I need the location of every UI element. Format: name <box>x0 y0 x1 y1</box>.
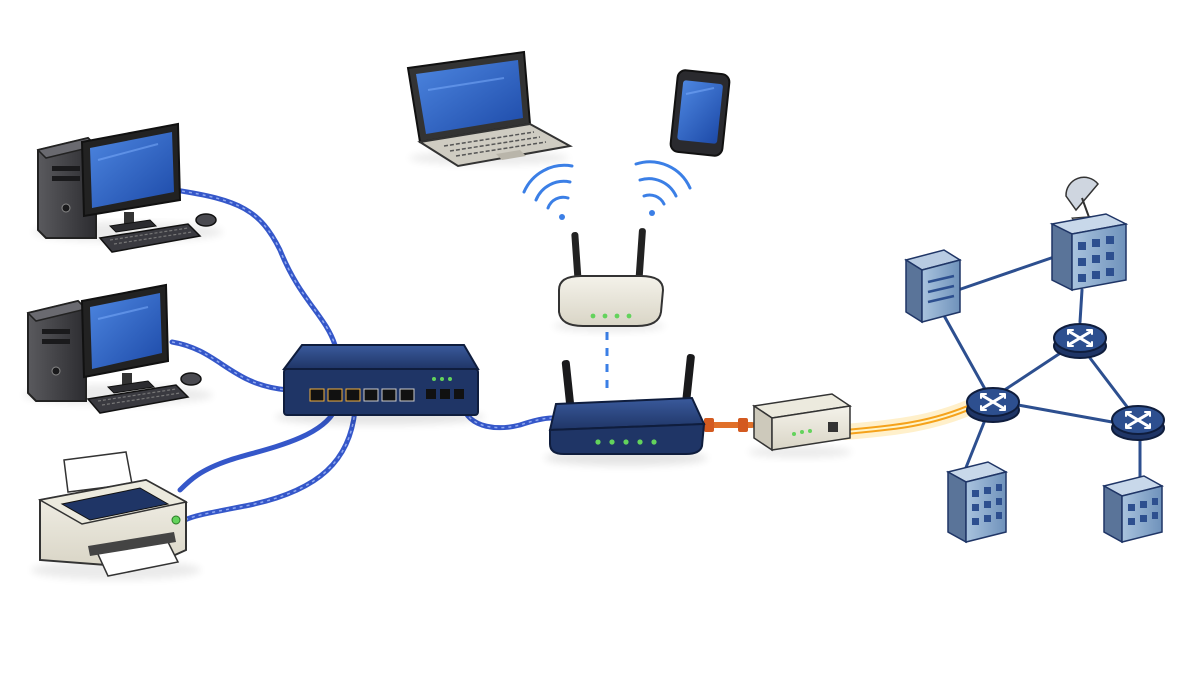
wan-links <box>940 253 1142 487</box>
wan-link-router1-router2 <box>998 348 1067 395</box>
connector-plug-modem <box>738 418 748 432</box>
fiber-cable-core <box>844 404 976 433</box>
wan-link-server-router2 <box>940 310 992 400</box>
wan-link-router2-building1 <box>963 418 987 472</box>
ethernet-cable-printer-switch-1 <box>177 407 338 493</box>
server-icon <box>904 249 962 324</box>
desktop-computer-icon <box>23 283 213 414</box>
printer-icon <box>31 451 201 580</box>
satellite-building-icon <box>1049 176 1129 292</box>
access-point-icon <box>553 228 665 332</box>
switch-ports <box>309 388 464 402</box>
laptop-icon <box>406 50 573 168</box>
wifi-waves-laptop <box>522 163 574 220</box>
router-node-icon <box>966 387 1020 423</box>
ethernet-cable-pc2-switch-highlight <box>171 341 289 391</box>
connector-plug-router <box>704 418 714 432</box>
router-node-icon <box>1111 405 1165 441</box>
ethernet-cable-pc1-switch-highlight <box>174 189 336 346</box>
ethernet-cable-switch-router-highlight <box>461 404 553 429</box>
office-building-icon <box>1101 475 1165 544</box>
wan-link-router1-router3 <box>1088 356 1130 410</box>
router-node-icon <box>1053 323 1107 359</box>
desktop-computer-icon <box>33 122 223 253</box>
wan-link-satellite-router1 <box>1078 288 1084 324</box>
wan-link-router2-router3 <box>1016 403 1114 424</box>
switch-icon <box>275 344 485 425</box>
wifi-waves-smartphone <box>634 160 692 216</box>
smartphone-icon <box>669 69 731 157</box>
office-building-icon <box>945 461 1009 544</box>
router-icon <box>544 354 708 466</box>
wan-link-server-satellite <box>956 253 1062 292</box>
ethernet-cable-pc1-switch <box>172 187 338 348</box>
ethernet-cable-printer-highlight <box>184 409 356 521</box>
modem-icon <box>748 393 853 458</box>
